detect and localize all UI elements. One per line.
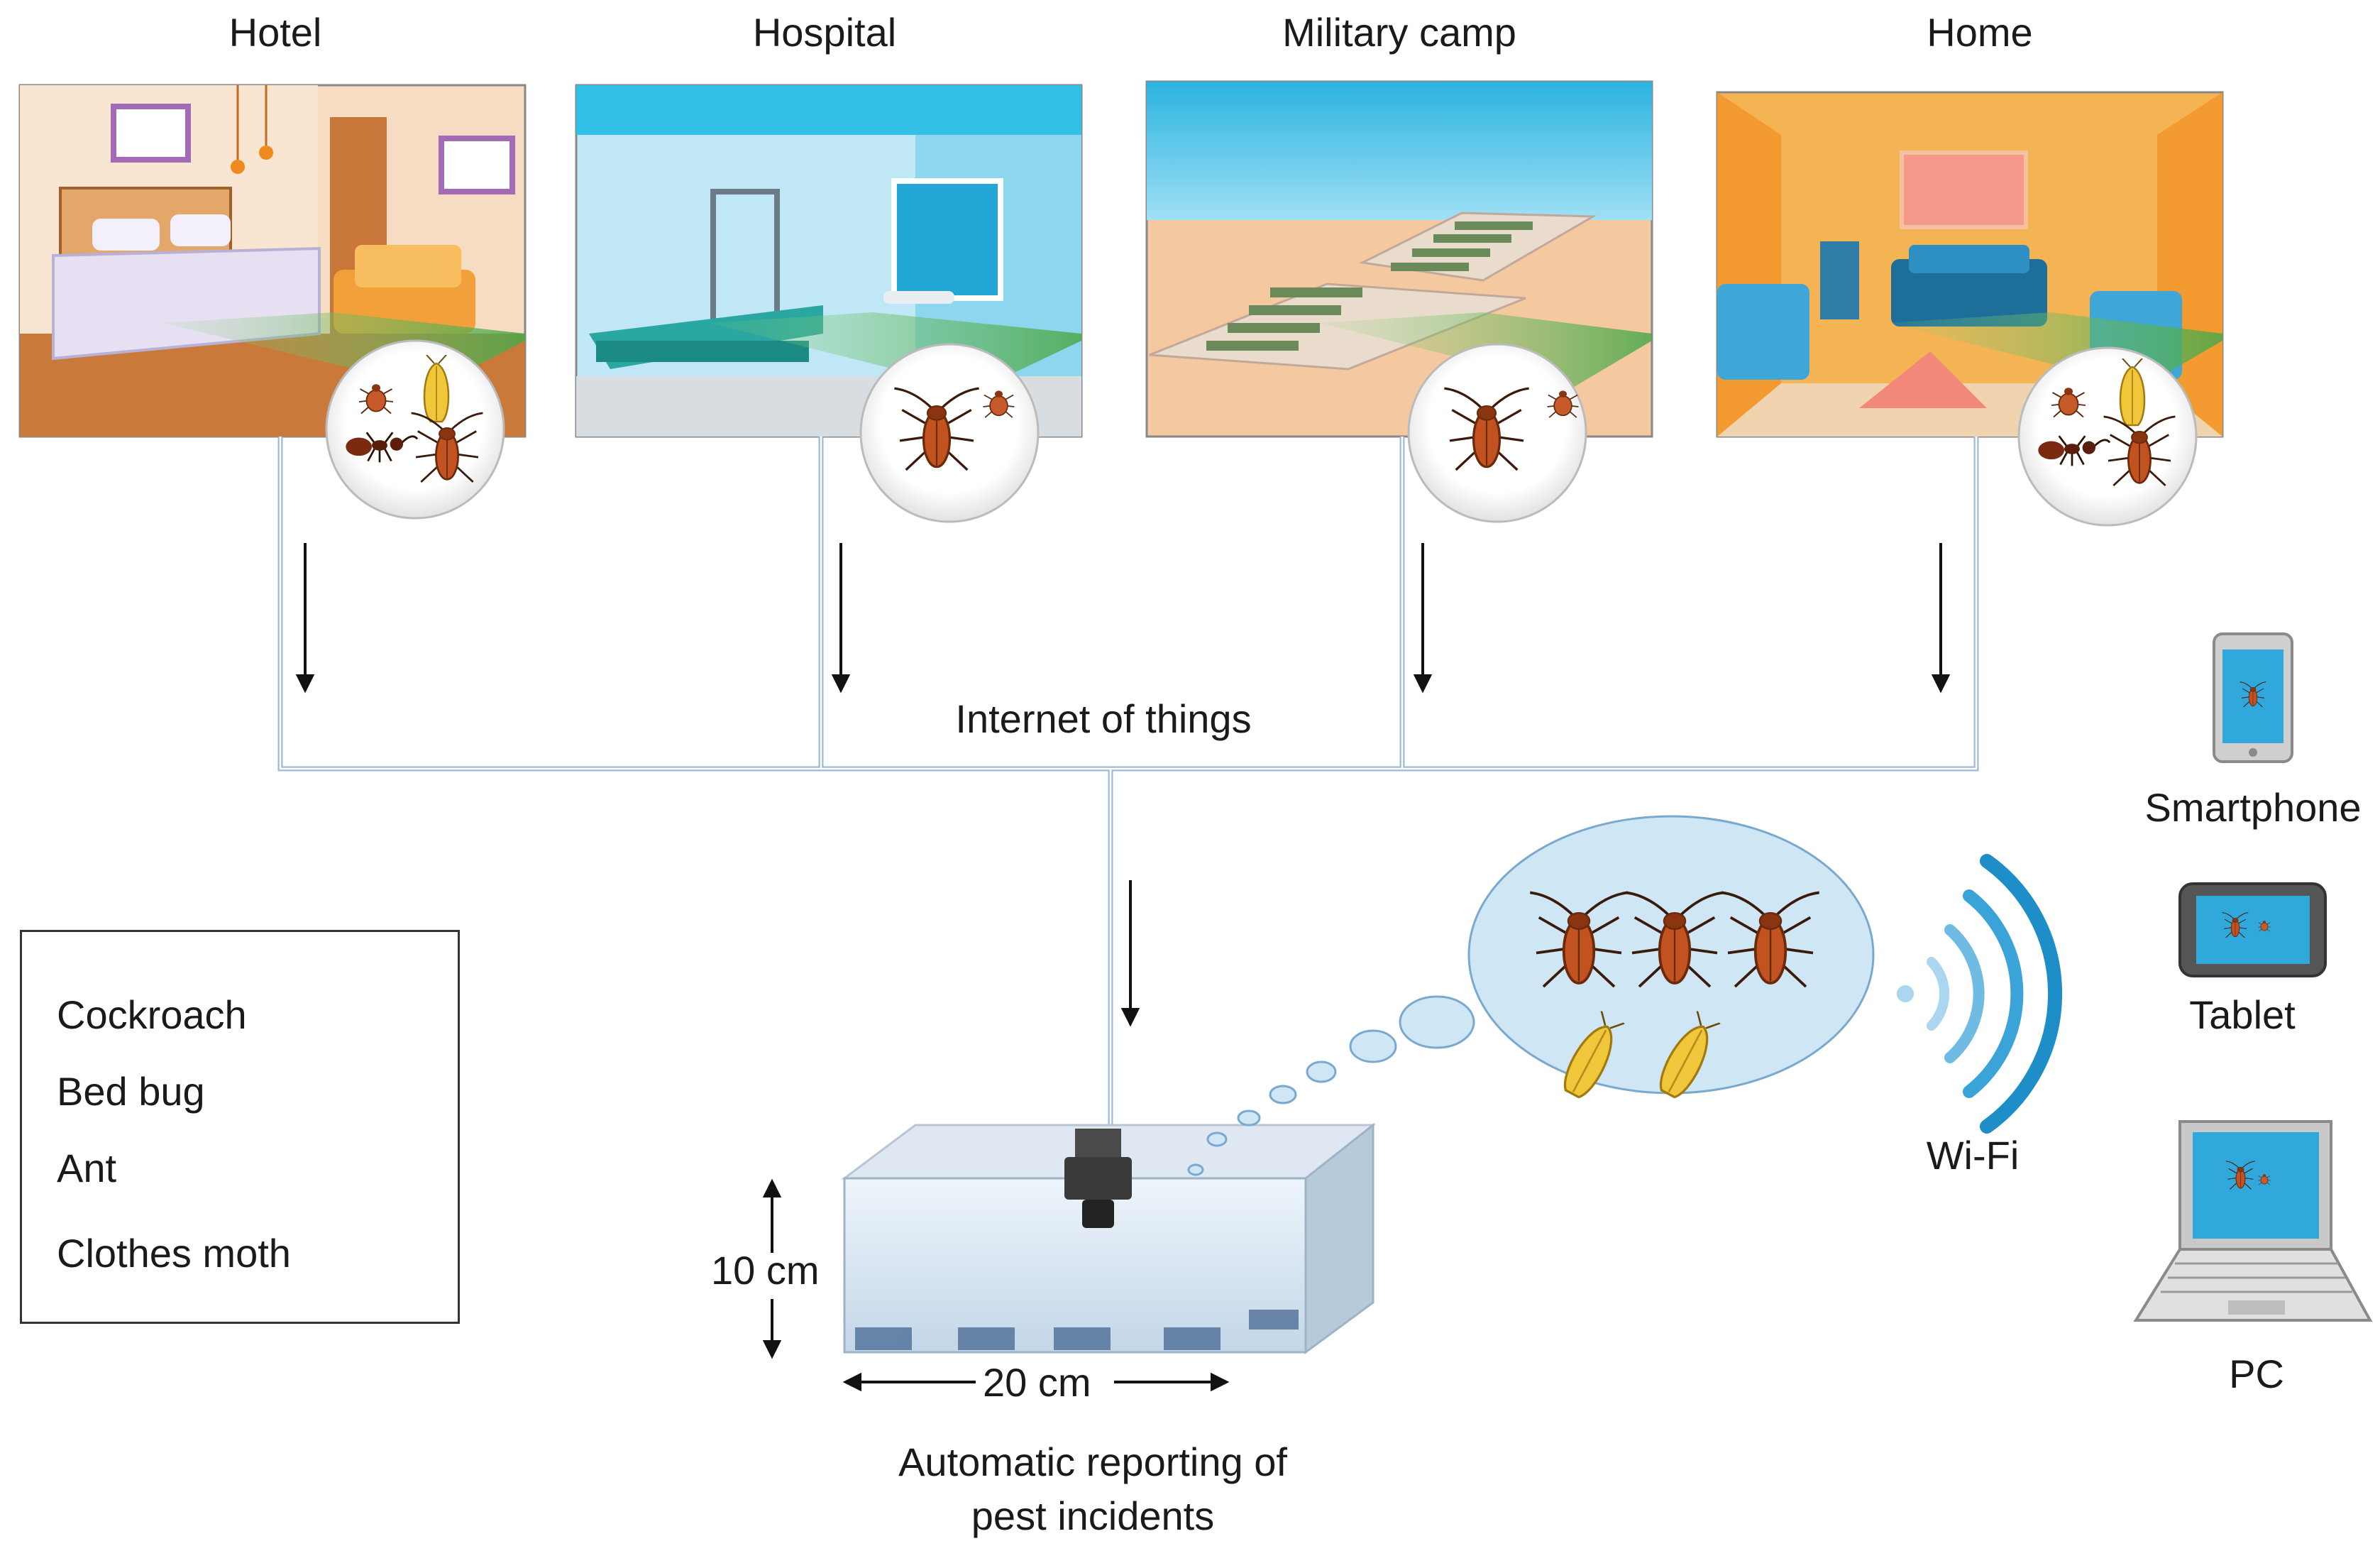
site-label-hotel: Hotel — [228, 10, 322, 55]
trap-caption-line2: pest incidents — [971, 1493, 1215, 1538]
legend-label-bed-bug: Bed bug — [57, 1069, 205, 1114]
smartphone-icon — [2213, 632, 2293, 763]
iot-label: Internet of things — [955, 696, 1252, 741]
legend-label-ant: Ant — [57, 1146, 117, 1190]
pc-laptop-icon — [2133, 1120, 2373, 1322]
hotel-pest-magnifier — [325, 339, 505, 520]
site-label-hospital: Hospital — [752, 10, 897, 55]
wifi-label: Wi-Fi — [1926, 1133, 2020, 1178]
legend-label-clothes-moth: Clothes moth — [57, 1231, 291, 1276]
military-pest-magnifier — [1407, 343, 1587, 523]
device-label-pc: PC — [2229, 1352, 2284, 1396]
trap-caption-line1: Automatic reporting of — [898, 1440, 1287, 1484]
tablet-icon — [2178, 882, 2327, 977]
device-label-tablet: Tablet — [2189, 992, 2296, 1037]
hospital-pest-magnifier — [859, 343, 1040, 523]
trap-dimension-markers — [762, 1178, 1230, 1392]
site-label-military-camp: Military camp — [1282, 10, 1516, 55]
trap-height-label: 10 cm — [711, 1248, 820, 1293]
device-label-smartphone: Smartphone — [2144, 785, 2362, 830]
trap-caption: Automatic reporting of pest incidents — [823, 1435, 1362, 1542]
detection-thought-bubbles — [1187, 815, 1875, 1176]
site-label-home: Home — [1927, 10, 2033, 55]
data-flow-arrows — [295, 543, 1951, 1027]
wifi-icon — [1897, 854, 2063, 1134]
military-camp-scene — [1145, 80, 1653, 438]
legend — [20, 930, 460, 1324]
home-pest-magnifier — [2017, 346, 2198, 527]
pest-trap-device — [841, 1122, 1377, 1354]
trap-width-label: 20 cm — [983, 1360, 1091, 1405]
legend-label-cockroach: Cockroach — [57, 992, 247, 1037]
